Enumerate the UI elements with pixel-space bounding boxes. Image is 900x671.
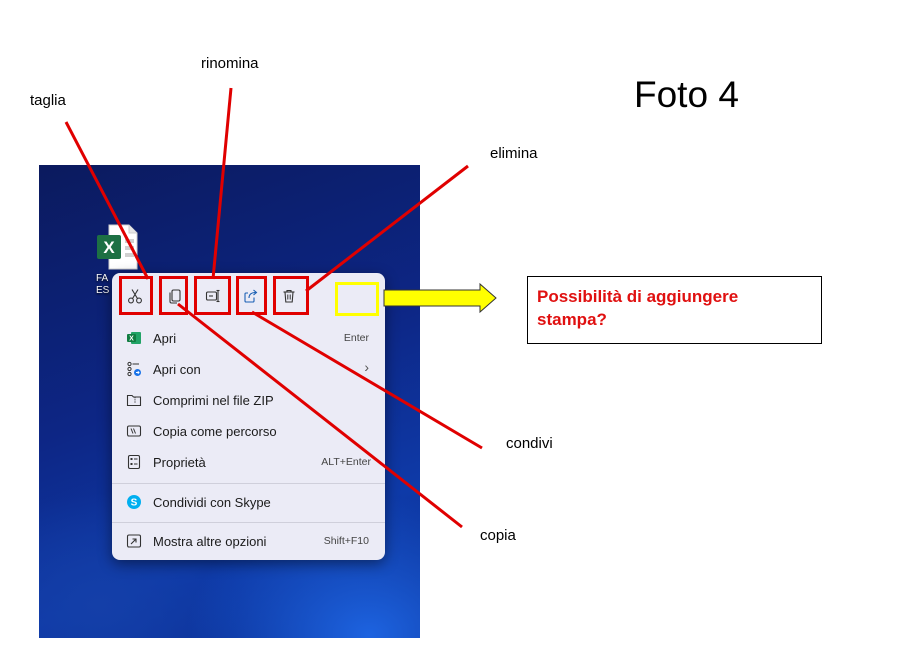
rename-button[interactable] <box>196 281 230 311</box>
menu-item-condividi-skype[interactable]: S Condividi con Skype <box>112 488 385 516</box>
menu-item-mostra-altre-opzioni[interactable]: Mostra altre opzioni Shift+F10 <box>112 527 385 555</box>
menu-item-label: Copia come percorso <box>153 423 277 439</box>
cut-button[interactable] <box>118 281 152 311</box>
menu-item-shortcut: Enter <box>343 332 369 344</box>
menu-item-label: Apri con <box>153 361 201 377</box>
copy-icon <box>169 289 181 304</box>
empty-slot-highlight-box <box>335 282 379 316</box>
delete-button[interactable] <box>272 281 306 311</box>
label-copia: copia <box>480 527 516 544</box>
elimina-line <box>305 164 469 293</box>
delete-highlight-box <box>273 276 309 315</box>
copia-line <box>177 302 463 529</box>
file-label-line2: ES <box>96 285 110 296</box>
properties-icon <box>127 454 141 470</box>
copy-path-icon <box>126 425 142 437</box>
excel-icon: X <box>127 332 141 344</box>
menu-item-apri-con[interactable]: Apri con › <box>112 355 385 383</box>
callout-box: Possibilità di aggiungere stampa? <box>527 276 822 344</box>
file-label-line1: FA <box>96 273 109 284</box>
menu-item-label: Apri <box>153 330 177 346</box>
menu-item-copia-percorso[interactable]: Copia come percorso <box>112 417 385 445</box>
context-menu: X Apri Enter Apri con › Comprimi nel fil… <box>112 273 385 560</box>
label-taglia: taglia <box>30 92 66 109</box>
excel-file-icon[interactable]: X <box>95 223 139 271</box>
label-elimina: elimina <box>490 145 538 162</box>
menu-item-shortcut: Shift+F10 <box>323 535 369 547</box>
zip-icon <box>126 394 142 407</box>
label-condivi: condivi <box>506 435 553 452</box>
arrow-right-icon <box>383 282 497 314</box>
rename-icon <box>205 289 220 303</box>
share-button[interactable] <box>234 281 268 311</box>
menu-item-comprimi-zip[interactable]: Comprimi nel file ZIP <box>112 386 385 414</box>
menu-item-label: Comprimi nel file ZIP <box>153 392 274 408</box>
label-rinomina: rinomina <box>201 55 259 72</box>
menu-separator <box>112 522 385 523</box>
copy-highlight-box <box>159 276 188 315</box>
menu-item-label: Proprietà <box>153 454 206 470</box>
menu-separator <box>112 483 385 484</box>
scissors-icon <box>128 289 142 304</box>
menu-item-label: Mostra altre opzioni <box>153 533 267 549</box>
share-icon <box>244 289 258 303</box>
share-highlight-box <box>236 276 267 315</box>
copy-button[interactable] <box>158 281 192 311</box>
taglia-line <box>64 121 150 280</box>
trash-icon <box>283 289 295 303</box>
open-with-icon <box>127 361 141 377</box>
menu-item-proprieta[interactable]: Proprietà ALT+Enter <box>112 448 385 476</box>
menu-item-apri[interactable]: X Apri Enter <box>112 324 385 352</box>
chevron-right-icon: › <box>364 359 369 375</box>
page-title: Foto 4 <box>634 74 739 115</box>
file-label: FA ES <box>96 273 136 297</box>
svg-text:X: X <box>129 336 134 343</box>
skype-icon: S <box>127 495 141 509</box>
menu-item-label: Condividi con Skype <box>153 494 271 510</box>
svg-text:S: S <box>131 498 138 509</box>
svg-text:X: X <box>103 238 115 257</box>
rinomina-line <box>211 87 233 280</box>
cut-highlight-box <box>119 276 153 315</box>
callout-text: Possibilità di aggiungere stampa? <box>537 287 739 329</box>
more-options-icon <box>126 534 142 548</box>
menu-item-shortcut: ALT+Enter <box>321 456 371 468</box>
condivi-line <box>251 310 483 450</box>
